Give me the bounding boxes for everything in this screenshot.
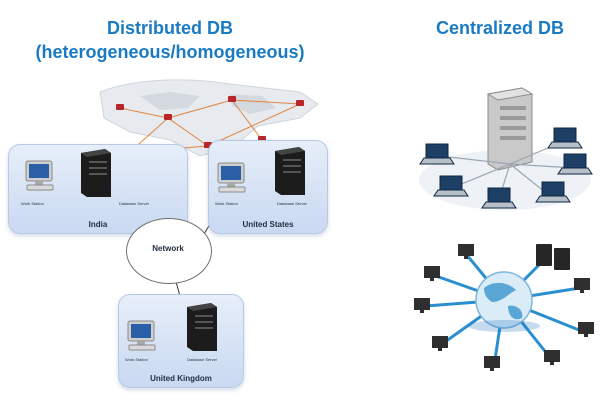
site-india: Work Station Database Server India bbox=[8, 144, 188, 234]
site-united-states: Work Station Database Server United Stat… bbox=[208, 140, 328, 234]
site-name: United Kingdom bbox=[150, 374, 212, 383]
workstation-icon bbox=[414, 244, 594, 371]
workstation-icon bbox=[217, 162, 246, 193]
centralized-db-title: Centralized DB bbox=[435, 18, 565, 38]
database-server-label: Database Server bbox=[187, 357, 218, 362]
distributed-db-title-line2: (heterogeneous/homogeneous) bbox=[35, 42, 305, 62]
workstation-label: Work Station bbox=[21, 201, 44, 206]
database-server-icon bbox=[81, 149, 111, 197]
network-cloud bbox=[126, 218, 212, 284]
database-server-icon bbox=[187, 303, 217, 351]
world-map-icon bbox=[99, 79, 319, 157]
server-tower-icon bbox=[486, 87, 534, 171]
workstation-icon bbox=[127, 320, 156, 351]
workstation-label: Work Station bbox=[125, 357, 148, 362]
distributed-db-title-line1: Distributed DB bbox=[107, 18, 233, 38]
distributed-db-title: Distributed DB (heterogeneous/homogeneou… bbox=[0, 16, 340, 64]
database-server-label: Database Server bbox=[119, 201, 150, 206]
database-server-label: Database Server bbox=[277, 201, 308, 206]
site-united-kingdom: Work Station Database Server United King… bbox=[118, 294, 244, 388]
database-server-icon bbox=[275, 147, 305, 195]
server-rack-icon bbox=[536, 244, 570, 270]
laptop-icon bbox=[419, 127, 593, 209]
centralized-globe-illustration bbox=[414, 244, 594, 371]
site-name: United States bbox=[242, 220, 294, 229]
globe-icon bbox=[468, 271, 540, 332]
site-name: India bbox=[88, 220, 108, 229]
network-label: Network bbox=[152, 244, 184, 253]
workstation-icon bbox=[25, 160, 54, 191]
workstation-label: Work Station bbox=[215, 201, 238, 206]
centralized-server-illustration bbox=[419, 87, 593, 210]
